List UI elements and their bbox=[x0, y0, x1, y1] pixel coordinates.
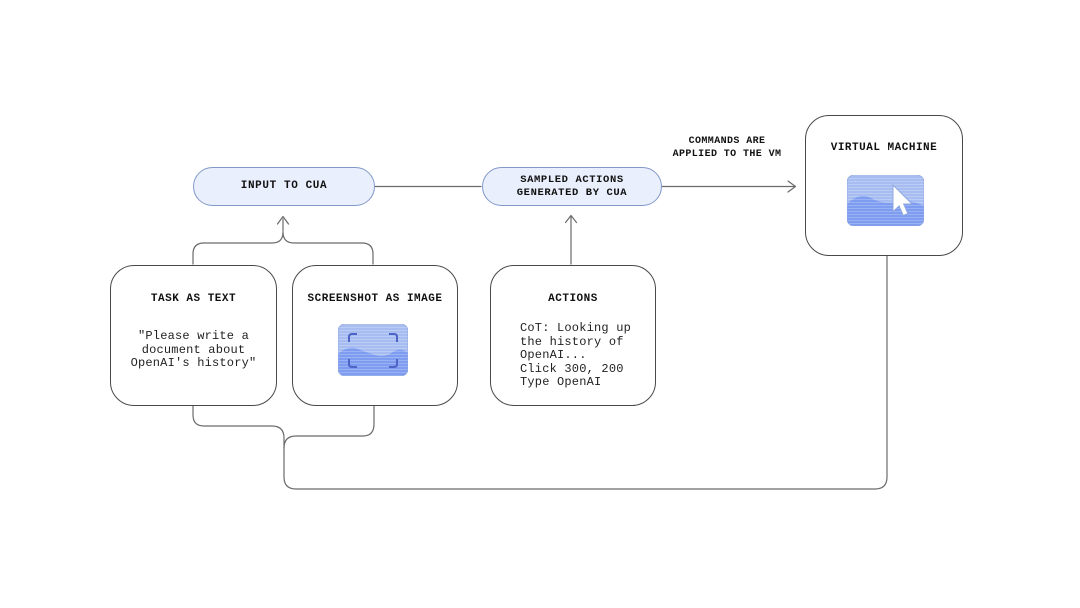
actions-body-line: CoT: Looking up bbox=[520, 321, 632, 335]
node-task-as-text: TASK AS TEXT "Please write a document ab… bbox=[110, 265, 277, 406]
arrow-actions-to-sampled-head bbox=[564, 214, 578, 224]
task-body-line: "Please write a bbox=[137, 329, 250, 343]
node-sampled-actions: SAMPLED ACTIONS GENERATED BY CUA bbox=[482, 167, 662, 206]
input-pill-label: INPUT TO CUA bbox=[240, 180, 328, 192]
actions-title: ACTIONS bbox=[548, 293, 598, 305]
task-body: "Please write a document about OpenAI's … bbox=[111, 329, 276, 371]
node-screenshot-as-image: SCREENSHOT AS IMAGE bbox=[292, 265, 458, 406]
actions-body-line: Type OpenAI bbox=[520, 375, 602, 389]
vm-arrow-label-line2: APPLIED TO THE VM bbox=[672, 148, 782, 160]
arrow-sampled-to-vm-head bbox=[787, 180, 797, 193]
actions-body: CoT: Looking up the history of OpenAI...… bbox=[491, 321, 655, 390]
task-body-line: document about bbox=[141, 342, 246, 357]
vm-title: VIRTUAL MACHINE bbox=[830, 142, 938, 154]
sampled-pill-line1: SAMPLED ACTIONS bbox=[520, 174, 624, 186]
capture-brackets-icon bbox=[348, 333, 398, 368]
actions-body-line: OpenAI... bbox=[520, 348, 587, 362]
brace-inputs-to-cua bbox=[192, 231, 374, 265]
node-virtual-machine: VIRTUAL MACHINE bbox=[805, 115, 963, 256]
feedback-loop-right-branch bbox=[283, 405, 375, 449]
vm-arrow-label-line1: COMMANDS ARE bbox=[688, 136, 766, 147]
actions-body-line: Click 300, 200 bbox=[520, 361, 624, 376]
node-actions: ACTIONS CoT: Looking up the history of O… bbox=[490, 265, 656, 406]
feedback-loop-vm-to-inputs bbox=[192, 255, 888, 490]
vm-screen-thumbnail-icon bbox=[847, 175, 924, 226]
sampled-pill-line2: GENERATED BY CUA bbox=[516, 186, 628, 199]
vm-arrow-label: COMMANDS ARE APPLIED TO THE VM bbox=[645, 136, 809, 161]
screenshot-title: SCREENSHOT AS IMAGE bbox=[307, 293, 443, 305]
brace-arrow-head bbox=[276, 215, 290, 225]
screenshot-thumbnail-icon bbox=[338, 324, 408, 376]
node-input-to-cua: INPUT TO CUA bbox=[193, 167, 375, 206]
actions-body-line: the history of bbox=[520, 334, 624, 349]
task-title: TASK AS TEXT bbox=[150, 293, 237, 305]
cursor-icon bbox=[892, 183, 914, 217]
task-body-line: OpenAI's history" bbox=[130, 356, 257, 370]
